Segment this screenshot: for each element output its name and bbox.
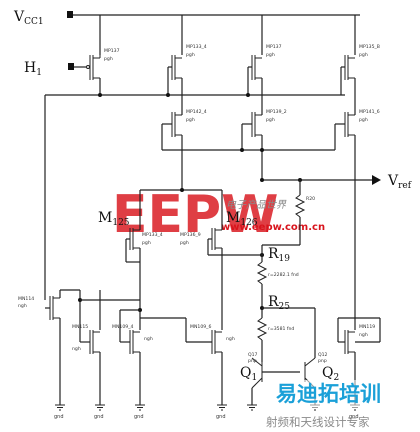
- svg-text:MN119: MN119: [359, 324, 375, 330]
- nmos-mn109-6: MN109_6 ngh: [140, 290, 235, 405]
- r19-label: R19: [268, 246, 290, 264]
- svg-text:gnd: gnd: [134, 414, 144, 420]
- pmos-mp141-6: MP141_6 pgh: [335, 108, 380, 318]
- pmos-mp137-left: MP137 pgh: [86, 15, 120, 95]
- m125-label: M125: [98, 210, 130, 228]
- nmos-mn115: MN115 ngh: [72, 290, 101, 405]
- svg-text:MP142_4: MP142_4: [186, 109, 207, 115]
- watermark-site-cn: 易迪拓培训: [276, 382, 381, 406]
- svg-text:MP133_4: MP133_4: [142, 232, 163, 238]
- svg-text:pgh: pgh: [180, 240, 189, 246]
- pmos-mp135-b: MP135_B pgh: [344, 15, 380, 108]
- svg-text:gnd: gnd: [349, 414, 359, 420]
- nmos-mn114: MN114 ngh: [18, 289, 80, 400]
- svg-text:MP141_6: MP141_6: [359, 109, 380, 115]
- svg-text:Q12: Q12: [318, 352, 328, 358]
- svg-text:pnp: pnp: [318, 359, 327, 364]
- top-gate-bus: [44, 66, 345, 300]
- svg-text:Q17: Q17: [248, 352, 258, 358]
- svg-text:MP137: MP137: [266, 44, 282, 50]
- pmos-mp137-middle: MP137 pgh: [251, 15, 282, 108]
- svg-text:r=3581 fnd: r=3581 fnd: [268, 326, 294, 332]
- h1-input-wire: [68, 63, 86, 70]
- resistor-r25: r=3581 fnd: [256, 306, 294, 350]
- bottom-watermark: 易迪拓培训 射频和天线设计专家: [266, 380, 418, 429]
- pmos-mp139-2: MP139_2 pgh: [242, 108, 287, 180]
- m126-label: M126: [226, 210, 258, 228]
- svg-text:MP135_B: MP135_B: [359, 44, 380, 50]
- svg-text:pgh: pgh: [104, 56, 113, 62]
- svg-text:gnd: gnd: [216, 414, 226, 420]
- pmos-m125: MP133_4 pgh: [129, 189, 182, 262]
- vcc-label: VCC1: [13, 9, 44, 27]
- watermark-url: www.eepw.com.cn: [221, 222, 325, 233]
- svg-text:R20: R20: [306, 196, 315, 202]
- q2-label: Q2: [322, 365, 339, 383]
- svg-text:r=2282.1 fnd: r=2282.1 fnd: [268, 272, 299, 278]
- svg-text:pgh: pgh: [359, 117, 368, 123]
- svg-text:MP139_2: MP139_2: [266, 109, 287, 115]
- h1-label: H1: [24, 60, 42, 78]
- q1-label: Q1: [240, 365, 257, 383]
- svg-text:MP133_4: MP133_4: [186, 44, 207, 50]
- svg-text:pgh: pgh: [266, 117, 275, 123]
- svg-text:MN114: MN114: [18, 296, 34, 302]
- svg-text:pgh: pgh: [186, 52, 195, 58]
- svg-text:pgh: pgh: [359, 52, 368, 58]
- svg-text:ngh: ngh: [18, 303, 27, 309]
- resistor-r19: r=2282.1 fnd: [256, 245, 299, 308]
- nmos-mn109-4: MN109_4 ngh: [80, 299, 153, 405]
- pmos-mp133-4: MP133_4 pgh: [171, 15, 207, 108]
- pmos-mp142-4: MP142_4 pgh: [162, 108, 207, 190]
- svg-text:ngh: ngh: [144, 336, 153, 342]
- svg-text:pgh: pgh: [142, 240, 151, 246]
- svg-text:MN109_4: MN109_4: [112, 324, 133, 330]
- svg-text:gnd: gnd: [94, 414, 104, 420]
- svg-text:MP136_9: MP136_9: [180, 232, 201, 238]
- vcc-rail: [67, 11, 360, 18]
- svg-text:pgh: pgh: [266, 52, 275, 58]
- r25-label: R25: [268, 294, 290, 312]
- resistor-r20: R20: [262, 180, 315, 246]
- svg-text:gnd: gnd: [54, 414, 64, 420]
- svg-text:ngh: ngh: [359, 332, 368, 338]
- vref-label: Vref: [387, 173, 412, 191]
- svg-text:pgh: pgh: [186, 117, 195, 123]
- second-gate-bus: [161, 124, 336, 152]
- svg-text:pnp: pnp: [248, 359, 257, 364]
- watermark-brand-cn: 电子产品世界: [226, 199, 287, 211]
- diff-pair-gate-wires: [125, 238, 264, 300]
- vref-node: [260, 175, 381, 185]
- nmos-mn119: MN119 ngh: [337, 317, 381, 405]
- svg-text:MN109_6: MN109_6: [190, 324, 211, 330]
- svg-text:MP137: MP137: [104, 48, 120, 54]
- svg-text:MN115: MN115: [72, 324, 88, 330]
- watermark-slogan-cn: 射频和天线设计专家: [266, 415, 370, 429]
- svg-text:ngh: ngh: [72, 346, 81, 352]
- svg-text:ngh: ngh: [226, 336, 235, 342]
